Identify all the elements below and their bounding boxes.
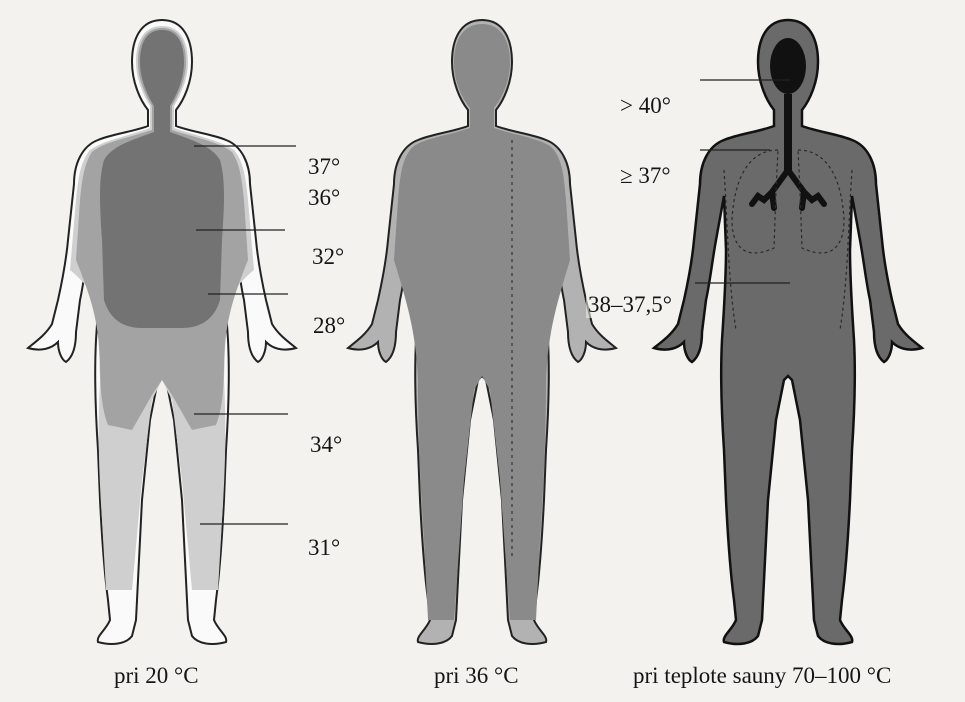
zone-37-36-core <box>100 30 224 328</box>
label-34: 34° <box>308 432 344 458</box>
figure-20c <box>28 20 296 644</box>
label-37: 37° <box>306 154 342 180</box>
label-28: 28° <box>311 313 347 339</box>
caption-36c: pri 36 °C <box>434 663 519 689</box>
figure-36c <box>348 20 616 644</box>
label-36: 36° <box>306 185 342 211</box>
label-ge37: ≥ 37° <box>618 163 673 189</box>
figure-sauna <box>654 20 922 644</box>
label-31: 31° <box>306 535 342 561</box>
label-gt40: > 40° <box>618 93 673 119</box>
label-38-375: 38–37,5° <box>586 292 674 318</box>
label-32: 32° <box>310 244 346 270</box>
core-zone-36c <box>394 24 570 620</box>
caption-20c: pri 20 °C <box>114 663 199 689</box>
trachea <box>784 94 792 170</box>
brain-core <box>770 38 806 94</box>
caption-sauna: pri teplote sauny 70–100 °C <box>633 663 891 689</box>
